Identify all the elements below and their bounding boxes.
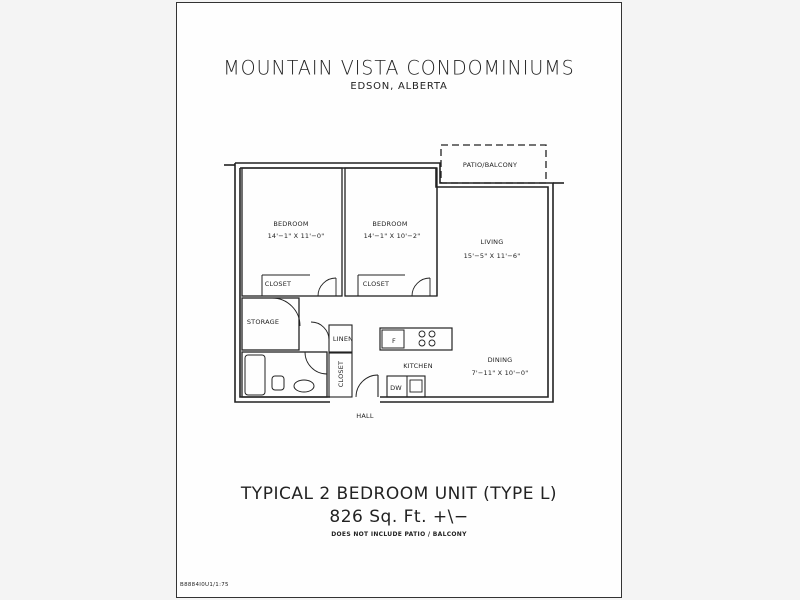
bedroom-2-size: 14'−1" X 10'−2": [364, 232, 421, 240]
fridge-label: F: [392, 337, 396, 345]
linen-label: LINEN: [333, 335, 353, 343]
bedroom-1-wall: [241, 167, 343, 297]
kitchen-counter: [379, 327, 453, 351]
storage-label: STORAGE: [247, 318, 279, 326]
closet-1-label: CLOSET: [265, 280, 291, 288]
exterior-wall-left-outer: [234, 163, 330, 403]
living-label: LIVING: [480, 238, 503, 246]
unit-type-title: TYPICAL 2 BEDROOM UNIT (TYPE L): [240, 484, 558, 504]
dining-label: DINING: [488, 356, 513, 364]
dishwasher-label: DW: [390, 384, 402, 392]
unit-square-footage: 826 Sq. Ft. +\−: [329, 507, 469, 527]
drawing-code: B8884I0U1/1:75: [180, 582, 229, 588]
closet-3-label: CLOSET: [337, 361, 345, 387]
hall-label: HALL: [356, 412, 374, 420]
kitchen-label: KITCHEN: [403, 362, 433, 370]
patio-balcony-outline: [440, 144, 547, 184]
living-size: 15'−5" X 11'−6": [464, 252, 521, 260]
dining-size: 7'−11" X 10'−0": [472, 369, 529, 377]
bedroom-1-label: BEDROOM: [273, 220, 308, 228]
bedroom-1-size: 14'−1" X 11'−0": [268, 232, 325, 240]
document-title: MOUNTAIN VISTA CONDOMINIUMS: [223, 56, 575, 80]
unit-area-note: DOES NOT INCLUDE PATIO / BALCONY: [331, 531, 467, 538]
storage-wall: [241, 297, 300, 351]
closet-2-label: CLOSET: [363, 280, 389, 288]
bathroom-wall: [241, 351, 328, 398]
bedroom-2-label: BEDROOM: [372, 220, 407, 228]
patio-label: PATIO/BALCONY: [463, 161, 517, 169]
document-subtitle: EDSON, ALBERTA: [350, 81, 448, 92]
